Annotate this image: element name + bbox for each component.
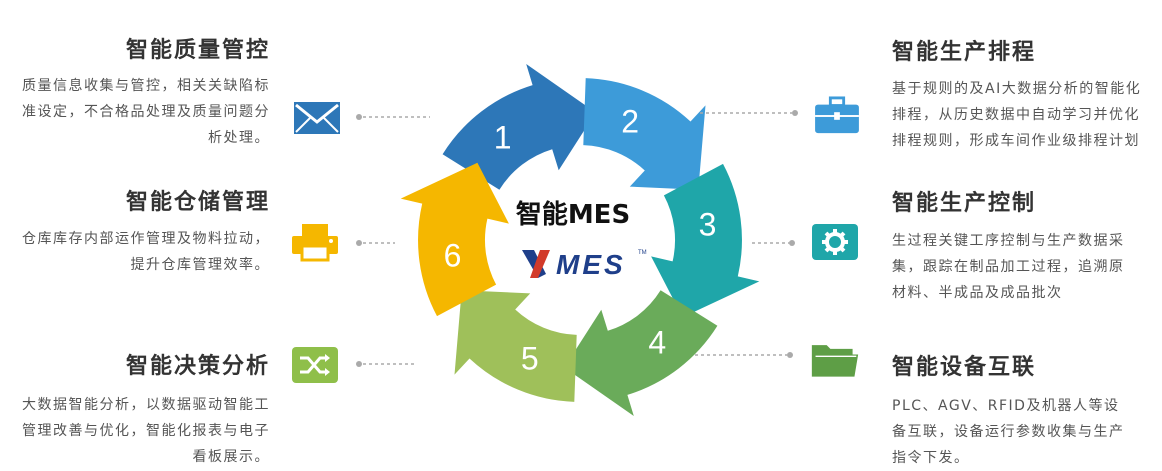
desc-line: 集，跟踪在制品加工过程，追溯原: [892, 259, 1125, 275]
cycle-segment-4: [564, 290, 718, 416]
desc-line: 管理改善与优化，智能化报表与电子: [22, 423, 270, 439]
feature-description: 仓库库存内部运作管理及物料拉动， 提升仓库管理效率。: [22, 226, 270, 278]
desc-line: 质量信息收集与管控，相关关缺陷标: [22, 78, 270, 94]
feature-title: 智能设备互联: [892, 355, 1037, 380]
connector-line: [356, 240, 395, 246]
logo-text: MES: [556, 249, 626, 280]
feature-description: 基于规则的及AI大数据分析的智能化 排程，从历史数据中自动学习并优化 排程规则，…: [892, 76, 1141, 154]
connector-line: [752, 240, 795, 246]
feature-description: PLC、AGV、RFID及机器人等设 备互联，设备运行参数收集与生产 指令下发。: [892, 393, 1125, 471]
segment-number-3: 3: [699, 206, 717, 242]
segment-number-1: 1: [494, 119, 512, 155]
segment-number-6: 6: [444, 238, 462, 274]
desc-line: PLC、AGV、RFID及机器人等设: [892, 398, 1120, 414]
mes-logo: MES TM: [522, 249, 647, 280]
folder-icon: [811, 345, 859, 377]
envelope-icon: [294, 102, 340, 134]
desc-line: 仓库库存内部运作管理及物料拉动，: [22, 231, 270, 247]
desc-line: 排程规则，形成车间作业级排程计划: [892, 133, 1140, 149]
feature-title: 智能生产排程: [892, 40, 1037, 65]
feature-description: 大数据智能分析，以数据驱动智能工 管理改善与优化，智能化报表与电子 看板展示。: [22, 392, 270, 470]
shuffle-icon: [292, 347, 338, 383]
cycle-segment-5: [454, 290, 577, 402]
cycle-segment-2: [583, 78, 706, 190]
desc-line: 大数据智能分析，以数据驱动智能工: [22, 397, 270, 413]
feature-title: 智能质量管控: [125, 38, 270, 63]
desc-line: 备互联，设备运行参数收集与生产: [892, 424, 1125, 440]
feature-title: 智能生产控制: [892, 191, 1037, 216]
segment-number-2: 2: [621, 104, 639, 140]
connector-line: [356, 114, 430, 120]
desc-line: 材料、半成品及成品批次: [892, 285, 1063, 301]
briefcase-icon: [815, 96, 859, 134]
desc-line: 指令下发。: [892, 450, 970, 466]
connector-line: [356, 361, 415, 367]
cycle-diagram: 1 2 3 4 5 6: [400, 64, 760, 416]
feature-title: 智能仓储管理: [125, 190, 270, 215]
cycle-segment-1: [442, 64, 596, 190]
cycle-segment-3: [651, 163, 760, 318]
segment-number-4: 4: [648, 325, 666, 361]
desc-line: 准设定，不合格品处理及质量问题分: [22, 104, 270, 120]
desc-line: 排程，从历史数据中自动学习并优化: [892, 107, 1140, 123]
desc-line: 析处理。: [208, 130, 270, 146]
feature-description: 质量信息收集与管控，相关关缺陷标 准设定，不合格品处理及质量问题分 析处理。: [22, 73, 270, 151]
desc-line: 基于规则的及AI大数据分析的智能化: [892, 81, 1142, 97]
desc-line: 生过程关键工序控制与生产数据采: [892, 233, 1125, 249]
cycle-segment-6: [400, 162, 509, 317]
printer-icon: [292, 224, 338, 262]
connector-line: [695, 352, 793, 358]
desc-line: 提升仓库管理效率。: [130, 257, 270, 273]
segment-number-5: 5: [521, 340, 539, 376]
center-title: 智能MES: [515, 200, 631, 230]
desc-line: 看板展示。: [192, 449, 270, 465]
feature-title: 智能决策分析: [125, 354, 270, 379]
feature-description: 生过程关键工序控制与生产数据采 集，跟踪在制品加工过程，追溯原 材料、半成品及成…: [892, 228, 1125, 306]
logo-tm: TM: [638, 250, 647, 256]
connector-line: [700, 110, 798, 116]
gear-icon: [812, 224, 858, 260]
